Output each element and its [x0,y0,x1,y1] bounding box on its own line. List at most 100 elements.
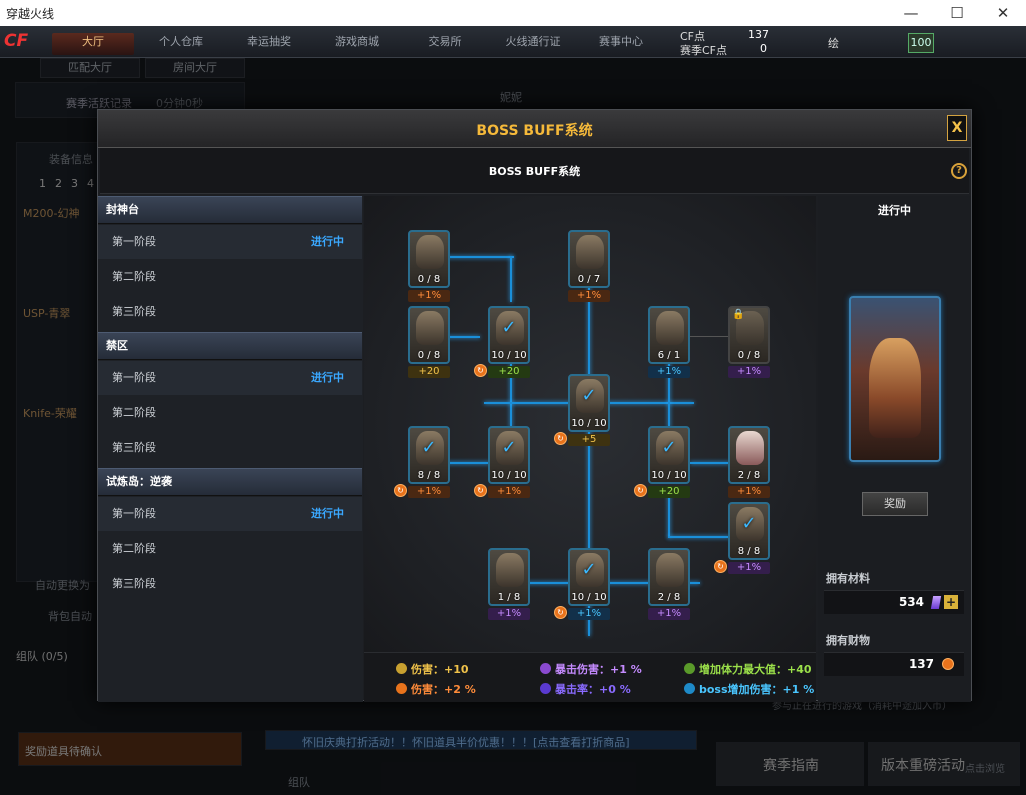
refresh-icon[interactable]: ↻ [474,364,487,377]
node-count: 2 / 8 [737,470,761,481]
nav-tab-lobby[interactable]: 大厅 [52,33,134,55]
legend-item: 暴击率：+0 % [540,681,631,697]
team-button[interactable]: 组队 [288,776,310,789]
stage-label: 第三阶段 [112,441,156,454]
stage-item[interactable]: 第三阶段 [98,295,362,329]
buff-node[interactable]: ✓ 8 / 8 [408,426,450,484]
buff-node[interactable]: ✓8 / 8 [728,502,770,560]
check-icon: ✓ [661,437,677,458]
stage-label: 第二阶段 [112,270,156,283]
group-header-fengshentai[interactable]: 封神台 [98,196,362,224]
refresh-icon[interactable]: ↻ [474,484,487,497]
refresh-icon[interactable]: ↻ [554,432,567,445]
subnav-match-lobby[interactable]: 匹配大厅 [40,58,140,78]
click-browse-label: 点击浏览 [965,764,1005,775]
nav-tab-events[interactable]: 赛事中心 [599,35,643,48]
buff-node[interactable]: 2 / 8 [728,426,770,484]
slot-1[interactable]: 1 [39,177,46,190]
stage-label: 第三阶段 [112,577,156,590]
news-ticker[interactable]: 怀旧庆典打折活动！！怀旧道具半价优惠！！！[点击查看打折商品] [265,730,697,750]
season-guide-button[interactable]: 赛季指南 [716,742,864,786]
refresh-icon[interactable]: ↻ [714,560,727,573]
stage-item[interactable]: 第一阶段进行中 [98,497,362,531]
stage-item[interactable]: 第一阶段进行中 [98,225,362,259]
node-bonus: +1% [568,290,610,302]
refresh-icon[interactable]: ↻ [554,606,567,619]
node-bonus: +20 [648,486,690,498]
buff-node[interactable]: ✓10 / 10 [488,306,530,364]
buff-node[interactable]: 1 / 8 [488,548,530,606]
stage-item[interactable]: 第二阶段 [98,532,362,566]
slot-4[interactable]: 4 [87,177,94,190]
node-bonus: +1% [728,562,770,574]
reward-button[interactable]: 奖励 [862,492,928,516]
stage-item[interactable]: 第二阶段 [98,260,362,294]
level-badge: 100 [908,33,934,53]
buff-node-locked[interactable]: 🔒0 / 8 [728,306,770,364]
stage-label: 第一阶段 [112,235,156,248]
buff-node[interactable]: ✓10 / 10 [488,426,530,484]
wealth-label: 拥有财物 [826,634,870,647]
slot-2[interactable]: 2 [55,177,62,190]
weapon-knife[interactable]: Knife-荣耀 [23,407,77,420]
refresh-icon[interactable]: ↻ [394,484,407,497]
maximize-button[interactable]: ☐ [950,4,964,22]
version-event-button[interactable]: 版本重磅活动 点击浏览 [868,742,1020,786]
minimize-button[interactable]: — [903,4,919,22]
season-cf-value: 0 [760,42,767,55]
legend-item: boss增加伤害：+1 % [684,681,814,697]
slot-3[interactable]: 3 [71,177,78,190]
wealth-value: 137 [908,657,934,671]
buff-node[interactable]: 0 / 8 [408,230,450,288]
node-count: 2 / 8 [657,592,681,603]
node-bonus: +20 [408,366,450,378]
stage-item[interactable]: 第三阶段 [98,431,362,465]
nav-tab-storage[interactable]: 个人仓库 [159,35,203,48]
buff-node[interactable]: 2 / 8 [648,548,690,606]
username[interactable]: 绘 [828,37,839,50]
buff-node[interactable]: ✓10 / 10 [568,548,610,606]
pending-rewards-label: 奖励道具待确认 [25,745,102,758]
modal-header: BOSS BUFF系统 X [98,110,971,148]
subnav-room-lobby[interactable]: 房间大厅 [145,58,245,78]
node-count: 8 / 8 [417,470,441,481]
tree-link [510,364,512,428]
help-icon[interactable]: ? [951,163,967,179]
legend-label: 伤害：+2 % [411,683,476,696]
legend-item: 暴击伤害：+1 % [540,661,642,677]
season-guide-label: 赛季指南 [763,758,819,774]
nav-tab-exchange[interactable]: 交易所 [428,35,462,48]
tree-link [668,492,670,538]
tree-link [430,462,490,464]
group-header-jinqu[interactable]: 禁区 [98,332,362,360]
check-icon: ✓ [421,437,437,458]
cf-logo: CF [4,31,29,51]
buff-node[interactable]: 0 / 7 [568,230,610,288]
buff-node[interactable]: ✓10 / 10 [648,426,690,484]
modal-close-button[interactable]: X [947,115,967,141]
node-count: 10 / 10 [571,418,607,429]
nav-tab-mall[interactable]: 游戏商城 [335,35,379,48]
buff-node[interactable]: 0 / 8 [408,306,450,364]
refresh-icon[interactable]: ↻ [634,484,647,497]
reward-card[interactable] [849,296,941,462]
add-materials-button[interactable]: + [944,595,958,609]
backpack-auto[interactable]: 背包自动 [48,610,92,623]
stage-label: 第二阶段 [112,542,156,555]
stage-item[interactable]: 第一阶段进行中 [98,361,362,395]
weapon-m200[interactable]: M200-幻神 [23,207,80,220]
lock-icon: 🔒 [732,309,745,320]
weapon-usp[interactable]: USP-青翠 [23,307,71,320]
team-count: 组队 (0/5) [16,650,68,663]
buff-node[interactable]: ✓10 / 10 [568,374,610,432]
stage-item[interactable]: 第三阶段 [98,567,362,601]
legend-label: 伤害：+10 [411,663,469,676]
close-window-button[interactable]: ✕ [996,4,1010,22]
legend-item: 伤害：+10 [396,661,469,677]
pending-rewards[interactable]: 奖励道具待确认 [18,732,242,766]
nav-tab-lottery[interactable]: 幸运抽奖 [247,35,291,48]
stage-item[interactable]: 第二阶段 [98,396,362,430]
buff-node[interactable]: 6 / 1 [648,306,690,364]
group-header-trial-island[interactable]: 试炼岛：逆袭 [98,468,362,496]
nav-tab-pass[interactable]: 火线通行证 [505,35,561,48]
